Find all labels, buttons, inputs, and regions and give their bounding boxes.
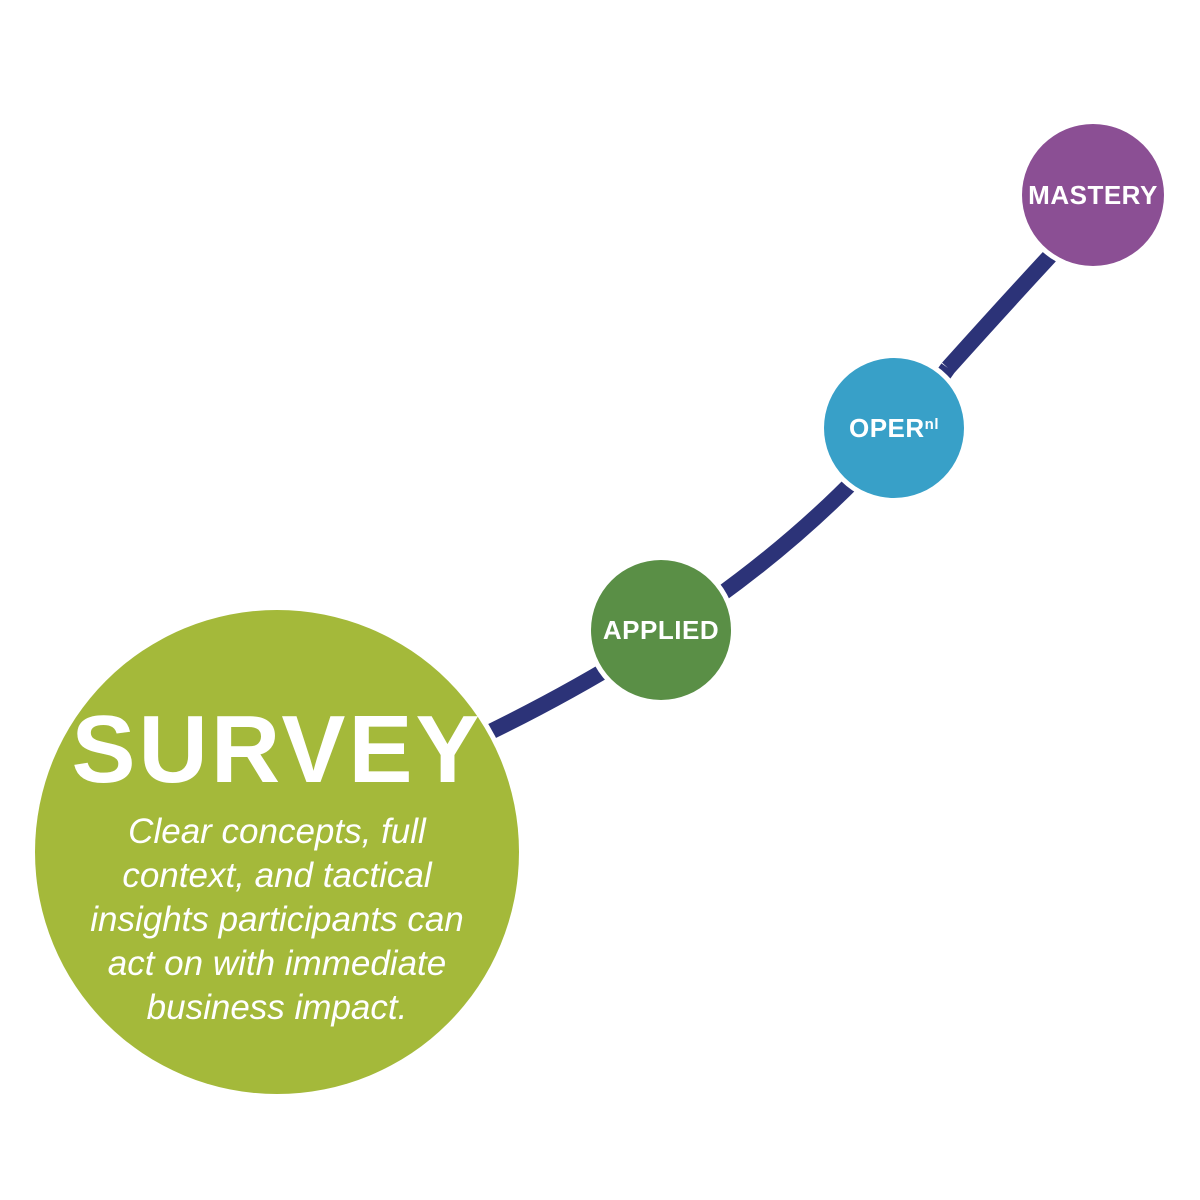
connector-line (486, 250, 1056, 740)
survey-title: SURVEY (71, 696, 483, 803)
applied-label: APPLIED (602, 614, 720, 645)
stage-mastery: MASTERY (1022, 124, 1164, 266)
stage-applied: APPLIED (591, 560, 731, 700)
mastery-label: MASTERY (1028, 179, 1158, 210)
operational-superscript: nl (924, 415, 940, 433)
stage-survey: SURVEY Clear concepts, full context, and… (35, 610, 519, 1094)
operational-label: OPER (848, 412, 925, 443)
survey-description: Clear concepts, full context, and tactic… (90, 812, 464, 1027)
